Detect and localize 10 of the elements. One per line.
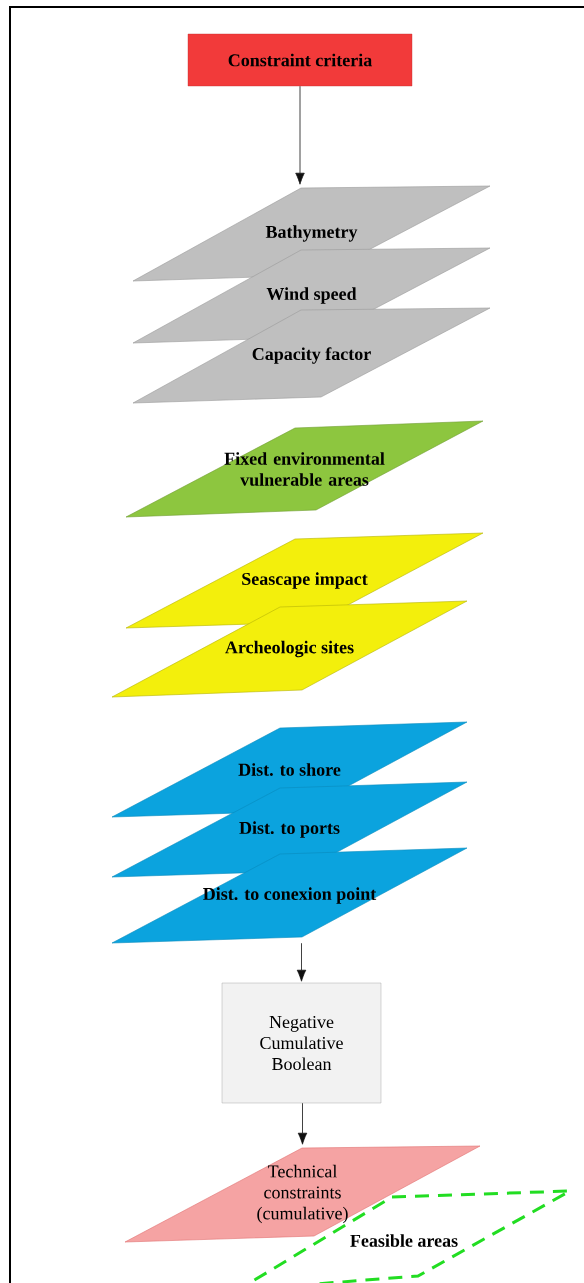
process-box: Negative Cumulative Boolean [221,982,382,1104]
arrow [297,1102,308,1145]
layer-parallelogram: Archeologic sites [111,600,468,698]
layer-parallelogram: Dist. to conexion point [111,847,468,944]
arrow [295,85,305,185]
layer-parallelogram: Seascape impact [125,532,484,629]
layer-parallelogram: Capacity factor [132,307,491,404]
criteria-box: Constraint criteria [187,33,413,87]
arrow [296,942,307,982]
layer-parallelogram: Dist. to ports [111,781,468,878]
